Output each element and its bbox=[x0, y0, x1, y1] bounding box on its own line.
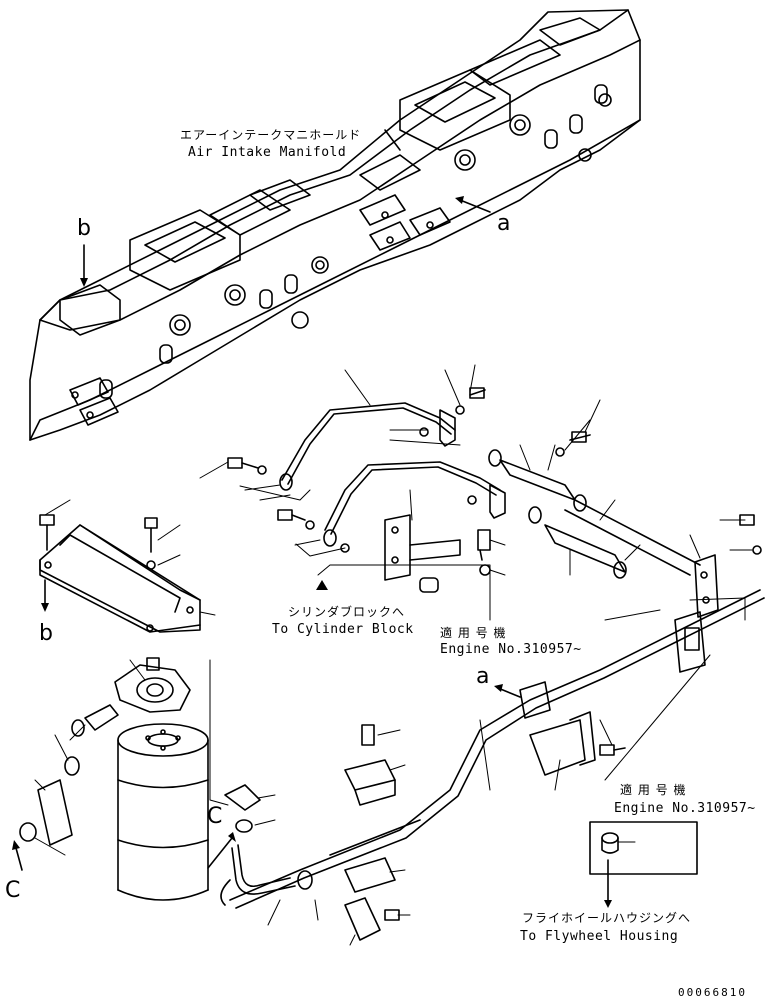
applicable-label-2-jp: 適 用 号 機 bbox=[620, 783, 687, 797]
c-mid-arrow bbox=[207, 837, 233, 869]
ref-a-top: a bbox=[497, 211, 511, 236]
ref-b-left: b bbox=[39, 621, 53, 646]
a-mid-arrow bbox=[497, 687, 521, 698]
air-intake-manifold bbox=[29, 9, 641, 441]
to-flywheel-label-jp: フライホイールハウジングへ bbox=[522, 911, 692, 925]
ref-c-left: C bbox=[5, 878, 21, 903]
leader-lines-upper bbox=[199, 364, 753, 576]
leader-lines-left bbox=[34, 499, 229, 856]
leader-lines-lower bbox=[254, 597, 746, 946]
filter-head-assembly bbox=[19, 514, 209, 901]
air-intake-label-en: Air Intake Manifold bbox=[188, 145, 347, 160]
to-cylinder-label-jp: シリンダブロックへ bbox=[288, 605, 406, 619]
a-top-arrow bbox=[459, 199, 491, 213]
ref-b-top: b bbox=[77, 216, 91, 241]
c-left-arrow bbox=[15, 847, 23, 871]
applicable-label-1-jp: 適 用 号 機 bbox=[440, 626, 507, 640]
document-number: 00066810 bbox=[678, 986, 747, 999]
applicable-label-2-en: Engine No.310957~ bbox=[614, 801, 756, 816]
air-intake-label-jp: エアーインテークマニホールド bbox=[180, 128, 362, 142]
applic-box bbox=[589, 821, 698, 875]
manifold-leader bbox=[384, 129, 401, 151]
ref-a-mid: a bbox=[476, 664, 490, 689]
ref-c-mid: C bbox=[207, 804, 223, 829]
to-flywheel-label-en: To Flywheel Housing bbox=[520, 929, 679, 944]
cyl-block-bracket bbox=[317, 564, 491, 621]
to-cylinder-label-en: To Cylinder Block bbox=[272, 622, 414, 637]
long-tube-assembly bbox=[220, 589, 765, 941]
applicable-label-1-en: Engine No.310957~ bbox=[440, 642, 582, 657]
tube-assembly-upper bbox=[227, 387, 762, 618]
